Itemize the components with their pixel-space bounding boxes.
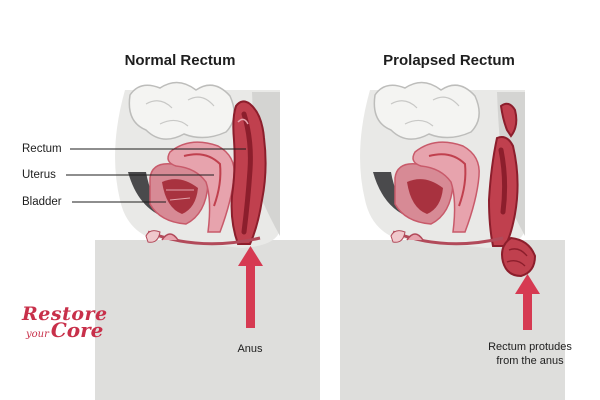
prolapse-mass — [501, 236, 537, 278]
prolapsed-rectum-title: Prolapsed Rectum — [383, 52, 515, 69]
prolapse-caption: Rectum protudes from the anus — [455, 340, 600, 368]
normal-rectum-title: Normal Rectum — [124, 52, 236, 69]
rectum-shape — [230, 100, 267, 245]
normal-rectum-anatomy — [66, 81, 321, 400]
prolapse-arrow — [515, 274, 540, 330]
bladder-label: Bladder — [22, 196, 62, 208]
anus-arrow — [238, 246, 263, 328]
anus-caption: Anus — [237, 343, 263, 355]
prolapse-caption-line1: Rectum protudes — [488, 341, 572, 353]
logo-line-core: Core — [50, 318, 104, 342]
logo-line-your: your — [26, 329, 49, 340]
uterus-label: Uterus — [22, 169, 56, 181]
logo-line-restore: Restore — [22, 303, 108, 325]
uterus-shape — [167, 141, 235, 233]
prolapse-caption-line2: from the anus — [496, 355, 564, 367]
rectum-label: Rectum — [22, 143, 62, 155]
prolapsed-rectum-anatomy — [339, 81, 566, 400]
